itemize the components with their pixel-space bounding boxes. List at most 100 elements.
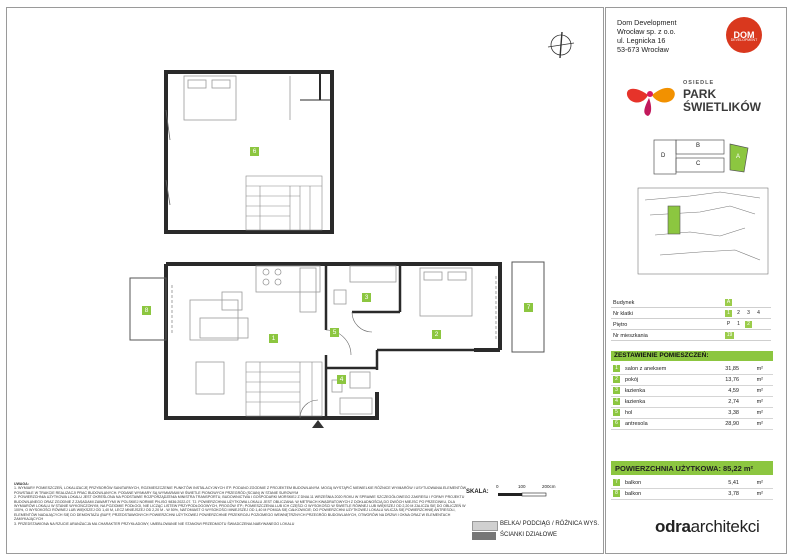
info-label: Budynek xyxy=(613,299,635,306)
legend-label-beam: BELKA/ PODCIĄG / RÓŻNICA WYS. xyxy=(500,521,600,527)
room-label-5: 5 xyxy=(330,328,339,337)
drawing-frame xyxy=(6,7,604,554)
urban-context-map xyxy=(637,187,769,275)
scale-label: SKALA: xyxy=(466,489,489,495)
building-label-a: A xyxy=(736,154,741,160)
room-name: łazienka xyxy=(625,399,646,405)
scale-tick-200: 200cm xyxy=(542,484,556,489)
company-street: ul. Legnicka 16 xyxy=(617,36,666,45)
legend-swatch-partition xyxy=(472,532,496,540)
room-name: balkon xyxy=(625,491,642,497)
info-cell: 3 xyxy=(747,310,750,316)
room-unit: m² xyxy=(756,377,763,383)
project-logo-line1: OSIEDLE xyxy=(683,80,715,86)
room-unit: m² xyxy=(756,421,763,427)
total-area-value: 85,22 m² xyxy=(722,464,753,473)
info-cell: 2 xyxy=(745,321,752,328)
scale-tick-0: 0 xyxy=(496,484,499,489)
room-row: 2 pokój 13,76 m² xyxy=(611,375,773,386)
room-row: 6 antresola 28,90 m² xyxy=(611,419,773,430)
lower-furniture xyxy=(189,265,473,415)
note-item: 1. WYMIARY POMIESZCZEŃ, LOKALIZACJĘ PRZY… xyxy=(14,486,467,495)
room-number: 3 xyxy=(613,387,620,394)
upper-floor-walls xyxy=(164,70,334,234)
company-city: 53-673 Wrocław xyxy=(617,45,669,54)
project-logo-line3: ŚWIETLIKÓW xyxy=(683,100,761,114)
info-cell: 4 xyxy=(757,310,760,316)
company-entity: Wrocław sp. z o.o. xyxy=(617,27,676,36)
project-logo-name: PARK ŚWIETLIKÓW xyxy=(683,88,761,114)
info-cell: 1 xyxy=(737,321,740,327)
note-item: 2. POWIERZCHNIA UŻYTKOWA LOKALU JEST OKR… xyxy=(14,495,466,522)
info-cell: 1 xyxy=(725,310,732,317)
info-cell: A xyxy=(725,299,732,306)
room-label-2: 2 xyxy=(432,330,441,339)
room-number: 7 xyxy=(613,479,620,486)
room-area: 31,85 xyxy=(725,366,739,372)
lower-floor-walls xyxy=(164,262,502,420)
info-label: Piętro xyxy=(613,321,628,328)
room-unit: m² xyxy=(756,388,763,394)
room-number: 6 xyxy=(613,420,620,427)
building-label-d: D xyxy=(661,153,666,159)
info-row-staircase: Nr klatki 1 2 3 4 xyxy=(611,309,771,319)
door-swings xyxy=(171,276,497,419)
room-row: 5 hol 3,38 m² xyxy=(611,408,773,419)
architect-logo: odraarchitekci xyxy=(655,517,760,537)
building-label-c: C xyxy=(696,161,701,167)
room-area: 2,74 xyxy=(728,399,739,405)
room-unit: m² xyxy=(756,480,763,486)
disclaimer-notes: UWAGA: 1. WYMIARY POMIESZCZEŃ, LOKALIZAC… xyxy=(14,482,470,526)
site-plan-key xyxy=(653,139,749,175)
architect-logo-part2: architekci xyxy=(690,517,760,536)
compass-icon xyxy=(547,31,575,59)
room-number: 1 xyxy=(613,365,620,372)
info-cell: P xyxy=(726,321,731,327)
lower-inner-walls xyxy=(324,264,474,418)
company-address: Dom Development Wrocław sp. z o.o. ul. L… xyxy=(617,18,677,54)
scale-bar xyxy=(498,492,547,497)
room-unit: m² xyxy=(756,491,763,497)
room-area: 28,90 xyxy=(725,421,739,427)
scale-tick-100: 100 xyxy=(518,484,526,489)
room-area: 5,41 xyxy=(728,480,739,486)
room-label-3: 3 xyxy=(362,293,371,302)
info-cell: 19 xyxy=(725,332,734,339)
company-name: Dom Development xyxy=(617,18,677,27)
info-row-apartment: Nr mieszkania 19 xyxy=(611,331,771,341)
project-logo-line2: PARK xyxy=(683,87,717,101)
entrance-arrow-icon xyxy=(312,420,324,428)
extra-row: 7 balkon 5,41 m² xyxy=(611,478,773,489)
rooms-header: ZESTAWIENIE POMIESZCZEŃ: xyxy=(611,351,773,361)
room-name: hol xyxy=(625,410,633,416)
room-area: 13,76 xyxy=(725,377,739,383)
legend-swatch-beam xyxy=(472,521,498,531)
info-label: Nr mieszkania xyxy=(613,332,648,339)
room-unit: m² xyxy=(756,399,763,405)
lower-stairs xyxy=(245,361,323,417)
room-unit: m² xyxy=(756,410,763,416)
upper-furniture xyxy=(165,75,291,206)
room-unit: m² xyxy=(756,366,763,372)
total-area-label: POWIERZCHNIA UŻYTKOWA: xyxy=(615,464,721,473)
notes-title: UWAGA: xyxy=(14,482,29,486)
room-number: 8 xyxy=(613,490,620,497)
room-area: 4,59 xyxy=(728,388,739,394)
legend-label-partition: ŚCIANKI DZIAŁOWE xyxy=(500,532,558,538)
balconies xyxy=(129,261,545,353)
info-row-building: Budynek A xyxy=(611,298,771,308)
note-item: 3. PRZEDSTAWIONA NA RZUCIE ARANŻACJA MA … xyxy=(14,521,295,526)
room-row: 1 salon z aneksem 31,85 m² xyxy=(611,364,773,375)
room-name: pokój xyxy=(625,377,639,383)
dom-development-logo: DOM DEVELOPMENT xyxy=(726,17,762,53)
room-row: 4 łazienka 2,74 m² xyxy=(611,397,773,408)
info-label: Nr klatki xyxy=(613,310,633,317)
room-label-8: 8 xyxy=(142,306,151,315)
architect-logo-part1: odra xyxy=(655,517,691,536)
room-number: 5 xyxy=(613,409,620,416)
room-number: 2 xyxy=(613,376,620,383)
room-name: łazienka xyxy=(625,388,646,394)
room-row: 3 łazienka 4,59 m² xyxy=(611,386,773,397)
